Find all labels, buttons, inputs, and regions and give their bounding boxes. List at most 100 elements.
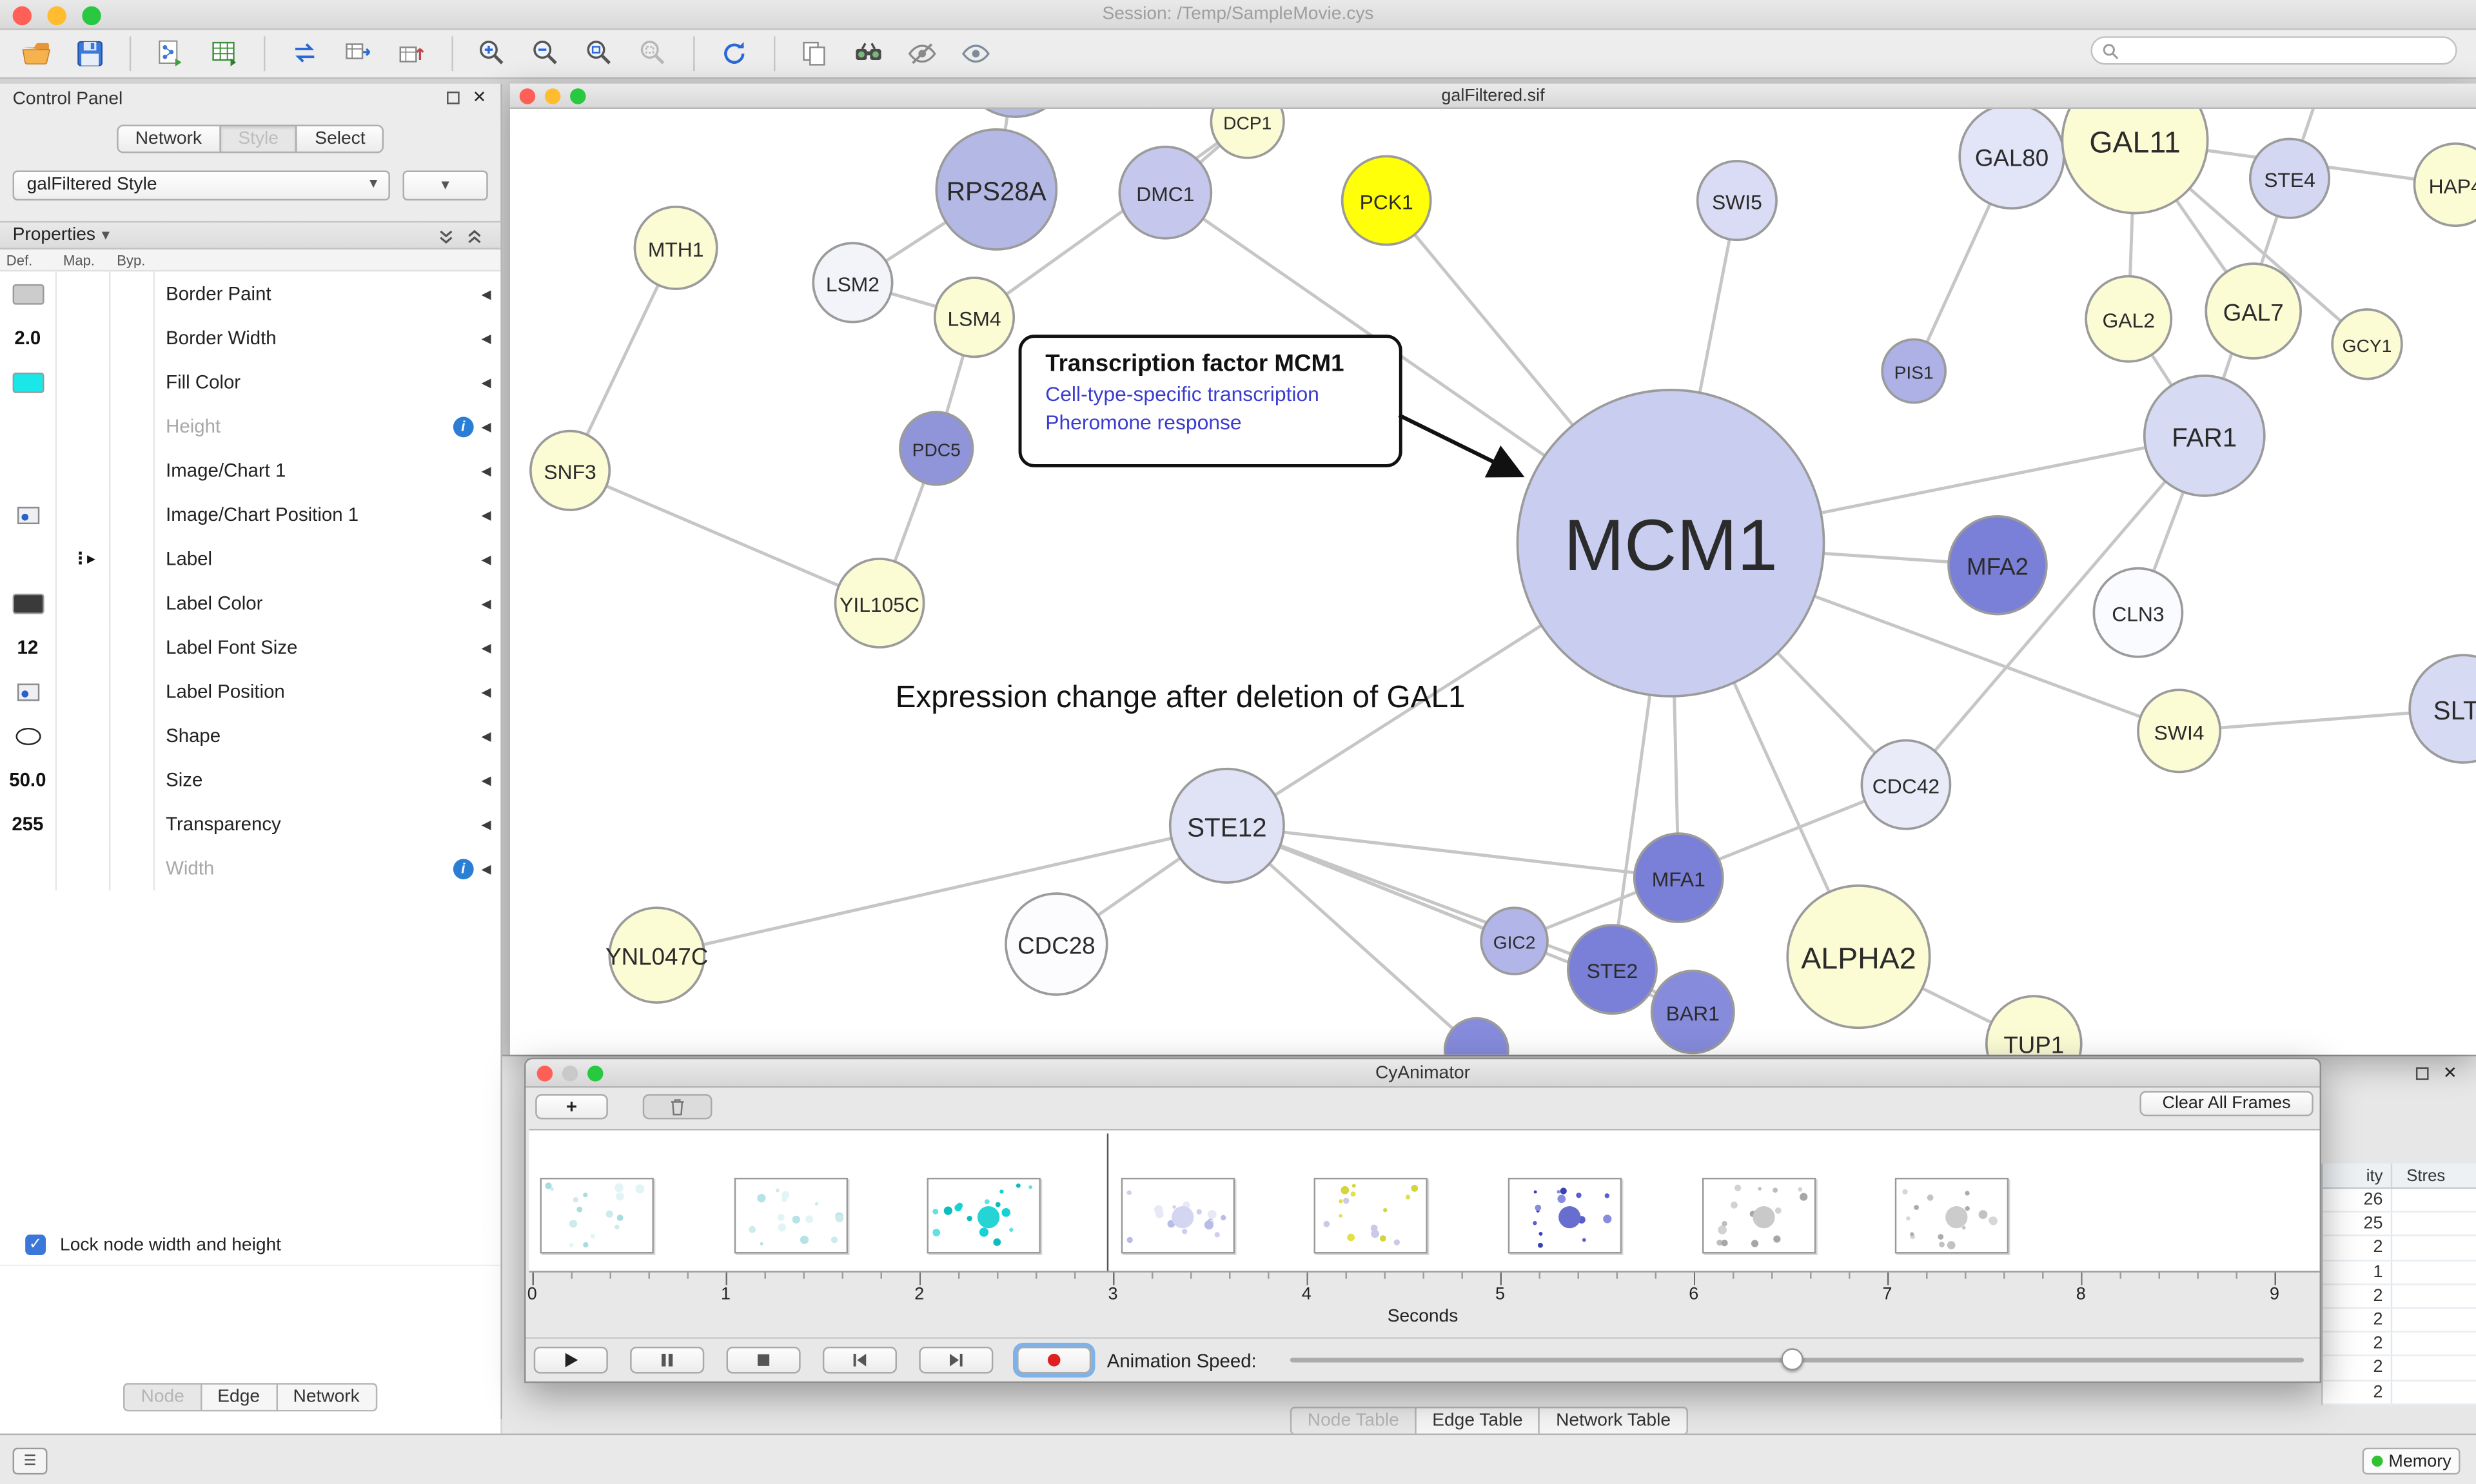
node-SWI5[interactable] — [1698, 161, 1776, 240]
frame-thumbnail-7[interactable] — [1895, 1178, 2009, 1254]
tab-network[interactable]: Network — [116, 124, 221, 153]
node-DCP1[interactable] — [1211, 109, 1284, 158]
expand-arrow-icon[interactable]: ◀ — [482, 331, 491, 345]
node-RPS28A[interactable] — [936, 130, 1056, 249]
frame-thumbnail-2[interactable] — [927, 1178, 1041, 1254]
table-row[interactable]: 26 — [2323, 1189, 2476, 1213]
collapse-all-icon[interactable] — [436, 228, 457, 248]
node-GCY1[interactable] — [2332, 309, 2402, 379]
search-field[interactable] — [2090, 36, 2457, 64]
node-TUP1[interactable] — [1987, 996, 2081, 1055]
node-GIC2[interactable] — [1481, 908, 1548, 974]
node-SNF3[interactable] — [531, 431, 609, 510]
tab-node[interactable]: Node — [124, 1383, 202, 1411]
expand-arrow-icon[interactable]: ◀ — [482, 685, 491, 699]
add-frame-button[interactable]: + — [535, 1094, 608, 1119]
node-CDC28[interactable] — [1006, 893, 1107, 995]
copy-icon[interactable] — [796, 35, 834, 73]
node-GAL80[interactable] — [1960, 109, 2064, 208]
expand-arrow-icon[interactable]: ◀ — [482, 552, 491, 566]
tab-edge[interactable]: Edge — [200, 1383, 277, 1411]
frame-thumbnail-3[interactable] — [1121, 1178, 1234, 1254]
frame-thumbnail-6[interactable] — [1702, 1178, 1815, 1254]
table-header-row[interactable]: ity Stres — [2323, 1164, 2476, 1189]
color-swatch[interactable] — [12, 284, 43, 304]
expand-arrow-icon[interactable]: ◀ — [482, 640, 491, 654]
property-row-height[interactable]: Heighti◀ — [0, 404, 500, 449]
expand-all-icon[interactable] — [464, 228, 485, 248]
close-panel-icon[interactable]: ✕ — [473, 88, 487, 107]
frame-thumbnail-0[interactable] — [540, 1178, 654, 1254]
node-GAL11[interactable] — [2062, 109, 2207, 213]
color-swatch[interactable] — [12, 372, 43, 393]
annotation-link-1[interactable]: Cell-type-specific transcription — [1045, 382, 1390, 406]
style-selector-dropdown[interactable]: galFiltered Style ▾ — [13, 170, 390, 200]
property-row-shape[interactable]: Shape◀ — [0, 714, 500, 758]
column-header-stress[interactable]: Stres — [2392, 1164, 2476, 1187]
lock-size-row[interactable]: ✓ Lock node width and height — [0, 1225, 500, 1266]
timeline-track[interactable] — [529, 1129, 2319, 1273]
property-row-label[interactable]: ⋮▸Label◀ — [0, 537, 500, 581]
node-MCM1[interactable] — [1517, 390, 1823, 696]
expand-arrow-icon[interactable]: ◀ — [482, 817, 491, 831]
info-icon[interactable]: i — [453, 858, 473, 879]
node-STE2[interactable] — [1568, 925, 1656, 1013]
node-SLT2[interactable] — [2410, 655, 2476, 763]
node-RPS28B[interactable] — [960, 109, 1070, 117]
network-edge[interactable] — [657, 826, 1227, 955]
node-CDC42[interactable] — [1862, 741, 1950, 829]
table-row[interactable]: 2 — [2323, 1236, 2476, 1260]
checkbox-checked-icon[interactable]: ✓ — [25, 1235, 46, 1255]
pause-button[interactable] — [630, 1347, 704, 1374]
record-button[interactable] — [1017, 1347, 1091, 1374]
node-BAR1[interactable] — [1652, 971, 1734, 1053]
property-row-size[interactable]: 50.0Size◀ — [0, 758, 500, 803]
property-row-label-font-size[interactable]: 12Label Font Size◀ — [0, 625, 500, 670]
play-button[interactable] — [534, 1347, 608, 1374]
node-STE12[interactable] — [1170, 769, 1284, 883]
import-table-icon[interactable] — [205, 35, 243, 73]
property-row-label-position[interactable]: Label Position◀ — [0, 669, 500, 714]
tab-node-table[interactable]: Node Table — [1290, 1407, 1417, 1435]
table-row[interactable]: 2 — [2323, 1333, 2476, 1356]
mcm1-annotation-box[interactable]: Transcription factor MCM1 Cell-type-spec… — [1019, 335, 1402, 467]
tab-network-table[interactable]: Network Table — [1538, 1407, 1688, 1435]
node-PIS1[interactable] — [1882, 340, 1945, 403]
node-SWI4[interactable] — [2138, 690, 2220, 772]
property-row-fill-color[interactable]: Fill Color◀ — [0, 360, 500, 404]
hide-selected-icon[interactable] — [903, 35, 941, 73]
float-table-panel-icon[interactable] — [2416, 1068, 2429, 1080]
node-LSM4[interactable] — [935, 278, 1014, 356]
canvas-annotation-text[interactable]: Expression change after deletion of GAL1 — [896, 681, 1466, 717]
float-panel-icon[interactable] — [447, 92, 460, 104]
node-MTH1[interactable] — [634, 207, 716, 289]
property-row-transparency[interactable]: 255Transparency◀ — [0, 802, 500, 846]
node-PDC5[interactable] — [900, 412, 973, 485]
property-row-label-color[interactable]: Label Color◀ — [0, 581, 500, 625]
network-canvas[interactable]: RPS28BDCP1RPS28ADMC1PCK1SWI5GAL80GAL11ST… — [510, 109, 2476, 1055]
automation-panel-icon[interactable]: ☰ — [13, 1448, 48, 1475]
node-MFA1[interactable] — [1635, 834, 1723, 922]
clear-all-frames-button[interactable]: Clear All Frames — [2139, 1091, 2313, 1116]
property-row-border-paint[interactable]: Border Paint◀ — [0, 271, 500, 316]
properties-header[interactable]: Properties▾ — [0, 221, 500, 249]
frame-thumbnail-1[interactable] — [734, 1178, 847, 1254]
expand-arrow-icon[interactable]: ◀ — [482, 419, 491, 433]
table-row[interactable]: 2 — [2323, 1309, 2476, 1333]
delete-frame-button[interactable] — [643, 1094, 712, 1119]
open-session-icon[interactable] — [17, 35, 55, 73]
node-LSM2[interactable] — [813, 243, 892, 322]
timeline-playhead[interactable] — [1107, 1133, 1108, 1271]
node-UNK1[interactable] — [1445, 1019, 1508, 1055]
expand-arrow-icon[interactable]: ◀ — [482, 596, 491, 610]
property-row-border-width[interactable]: 2.0Border Width◀ — [0, 316, 500, 360]
node-ALPHA2[interactable] — [1787, 886, 1929, 1028]
stop-button[interactable] — [727, 1347, 801, 1374]
table-row[interactable]: 2 — [2323, 1285, 2476, 1309]
import-network-icon[interactable] — [152, 35, 190, 73]
node-GAL7[interactable] — [2206, 264, 2301, 358]
node-GAL2[interactable] — [2086, 277, 2171, 362]
expand-arrow-icon[interactable]: ◀ — [482, 773, 491, 787]
tab-style[interactable]: Style — [219, 124, 297, 153]
refresh-view-icon[interactable] — [715, 35, 753, 73]
